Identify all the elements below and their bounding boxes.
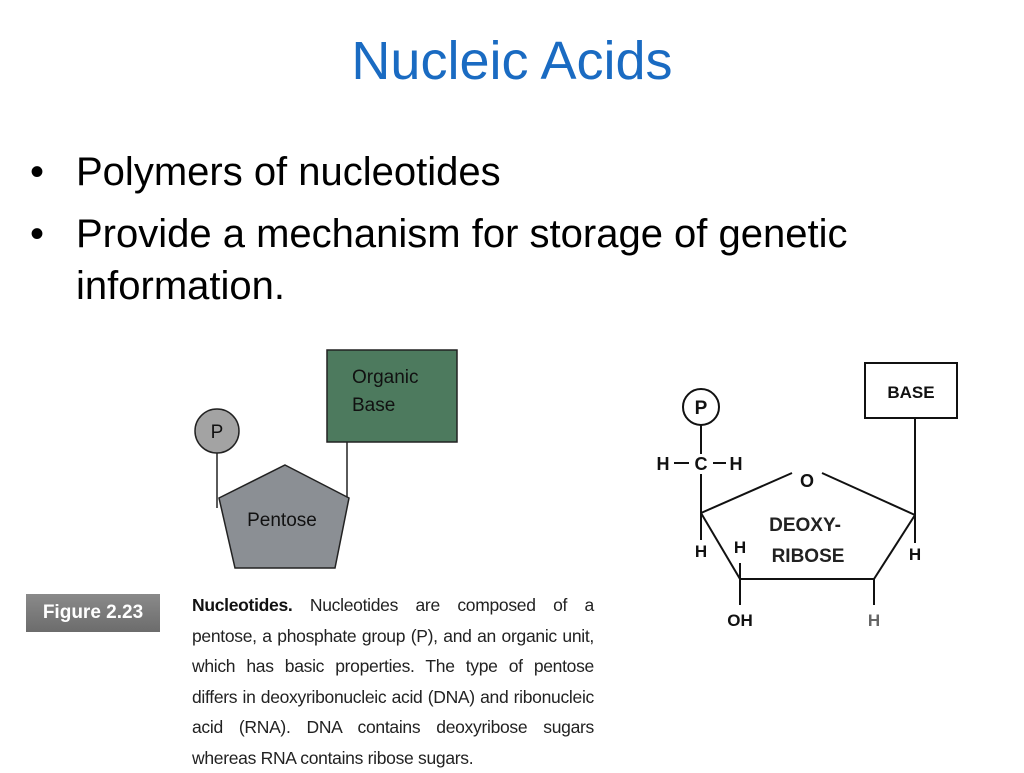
- sugar-name-line2: RIBOSE: [772, 546, 845, 567]
- c3-hydroxyl-label: OH: [727, 611, 753, 630]
- ring-bond: [700, 512, 741, 580]
- ch2-right-hydrogen: H: [730, 454, 743, 474]
- bullet-text: Polymers of nucleotides: [76, 150, 501, 194]
- sugar-name-line1: DEOXY-: [769, 515, 841, 536]
- c4-hydrogen-label: H: [695, 542, 707, 561]
- bullet-list: • Polymers of nucleotides • Provide a me…: [30, 146, 990, 322]
- c2-hydrogen-label: H: [868, 611, 880, 630]
- bullet-item: • Provide a mechanism for storage of gen…: [30, 208, 990, 312]
- organic-base-box: [326, 349, 458, 443]
- bullet-dot: •: [30, 212, 45, 256]
- bullet-item: • Polymers of nucleotides: [30, 146, 990, 198]
- bullet-dot: •: [30, 150, 45, 194]
- ring-bond: [821, 472, 916, 516]
- phosphate-circle: [682, 388, 720, 426]
- caption-title: Nucleotides.: [192, 595, 293, 615]
- figure-number-badge: Figure 2.23: [26, 594, 160, 632]
- organic-base-label: Base: [352, 395, 395, 416]
- c1-hydrogen-label: H: [909, 545, 921, 564]
- slide-title: Nucleic Acids: [351, 31, 673, 91]
- nucleotide-schematic-diagram: Organic Base P Pentose: [194, 349, 458, 569]
- deoxyribose-structure-diagram: P BASE H C H O DEOXY- RIBOSE H H H OH H: [657, 362, 958, 630]
- phosphate-label: P: [695, 398, 708, 419]
- phosphate-circle: [194, 408, 240, 454]
- pentose-label: Pentose: [247, 510, 317, 531]
- ring-bond: [873, 514, 916, 580]
- c3-hydrogen-label: H: [734, 538, 746, 557]
- ring-oxygen-label: O: [800, 471, 814, 491]
- ch2-carbon: C: [695, 454, 708, 474]
- base-box: [864, 362, 958, 419]
- caption-body: Nucleotides are composed of a pentose, a…: [192, 595, 594, 768]
- pentose-pentagon: [218, 464, 350, 569]
- organic-base-label: Organic: [352, 367, 419, 388]
- bullet-text: Provide a mechanism for storage of genet…: [76, 212, 848, 308]
- ch2-left-hydrogen: H: [657, 454, 670, 474]
- base-label: BASE: [887, 383, 934, 402]
- phosphate-label: P: [211, 422, 224, 443]
- ring-bond: [700, 472, 793, 514]
- figure-caption: Nucleotides. Nucleotides are composed of…: [192, 590, 594, 773]
